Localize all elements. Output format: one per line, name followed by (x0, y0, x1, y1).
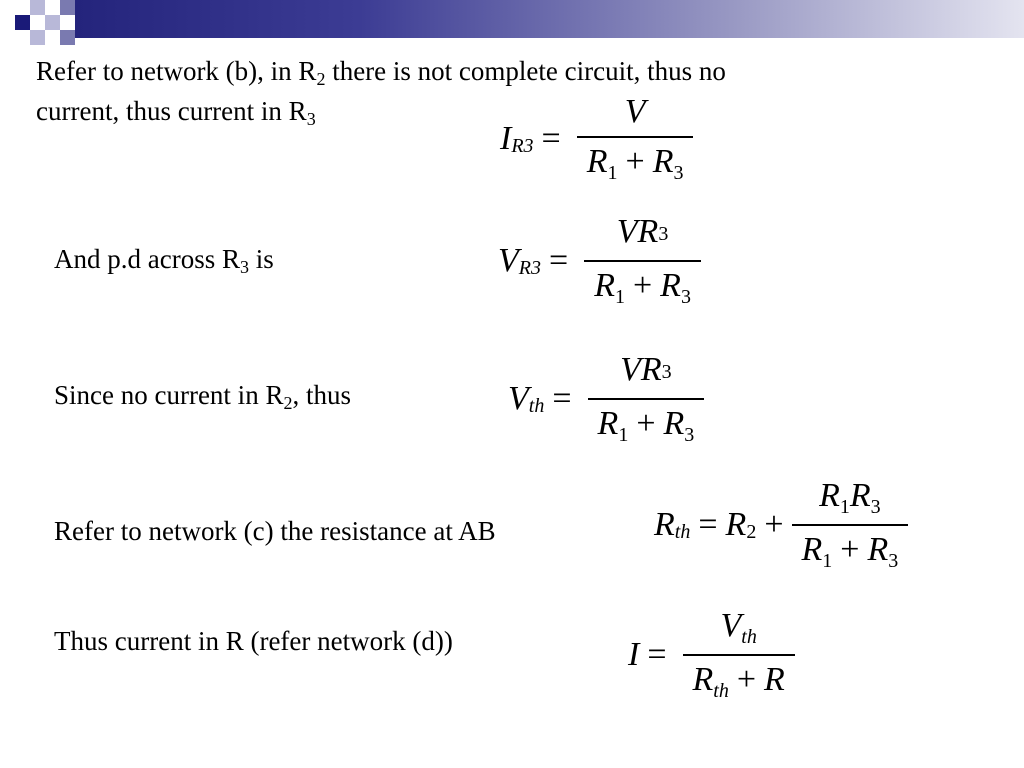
intro-text-line-1: Refer to network (b), in R2 there is not… (36, 56, 726, 89)
current-in-r-text: Thus current in R (refer network (d)) (54, 626, 453, 656)
decor-square (60, 0, 75, 15)
decor-square (30, 0, 45, 15)
intro-text-line-2: current, thus current in R3 (36, 96, 316, 129)
decor-square (15, 15, 30, 30)
pd-across-r3-text: And p.d across R3 is (54, 244, 274, 277)
decor-square (45, 15, 60, 30)
no-current-r2-text: Since no current in R2, thus (54, 380, 351, 413)
resistance-at-ab-text: Refer to network (c) the resistance at A… (54, 516, 496, 546)
header-gradient-bar (75, 0, 1024, 38)
equation-load-current: I = Vth Rth+R (628, 604, 795, 706)
decor-square (30, 30, 45, 45)
decor-square (60, 30, 75, 45)
